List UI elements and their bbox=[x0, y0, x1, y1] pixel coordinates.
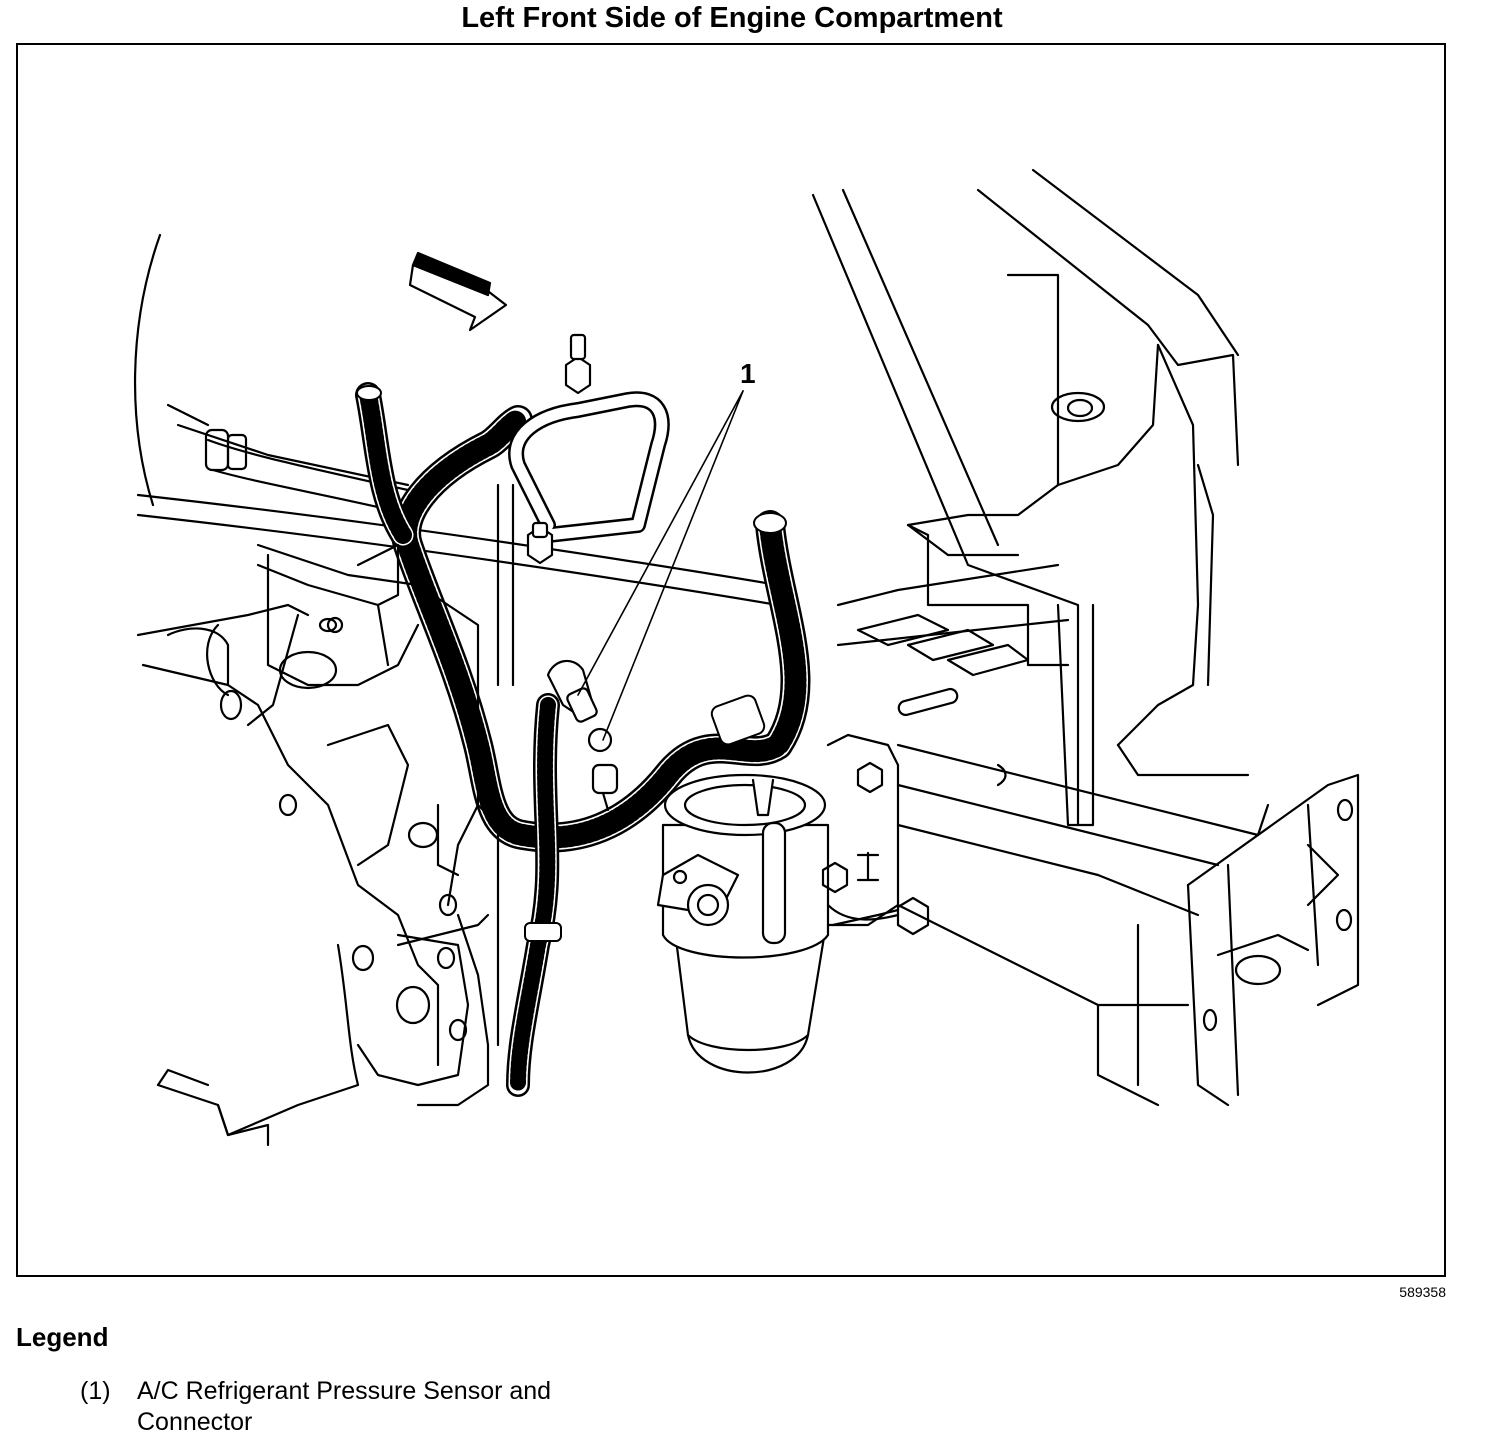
callout-1: 1 bbox=[577, 358, 756, 741]
engine-compartment-illustration: 1 bbox=[133, 168, 1360, 1147]
figure-id: 589358 bbox=[1399, 1284, 1446, 1300]
front-direction-arrow bbox=[408, 251, 508, 332]
callout-1-label: 1 bbox=[740, 358, 756, 389]
ac-pressure-sensor bbox=[546, 659, 619, 812]
diagram-frame: 1 bbox=[16, 43, 1446, 1277]
wheel-well-outline bbox=[133, 233, 162, 507]
wiring-harness bbox=[355, 382, 811, 1097]
legend-item-text: A/C Refrigerant Pressure Sensor and Conn… bbox=[137, 1377, 552, 1436]
legend-item-number: (1) bbox=[80, 1377, 111, 1405]
diagram-title: Left Front Side of Engine Compartment bbox=[461, 2, 1003, 34]
ac-refrigerant-line bbox=[496, 333, 670, 687]
accumulator-bracket bbox=[821, 733, 930, 936]
ac-accumulator bbox=[656, 773, 830, 1074]
frame-rail-structure bbox=[811, 168, 1250, 827]
lower-frame-rail bbox=[836, 563, 1360, 1107]
floor-slots bbox=[856, 613, 1030, 717]
engine-block bbox=[136, 543, 500, 1147]
upper-crossmember bbox=[136, 493, 780, 607]
legend-heading: Legend bbox=[16, 1322, 109, 1352]
